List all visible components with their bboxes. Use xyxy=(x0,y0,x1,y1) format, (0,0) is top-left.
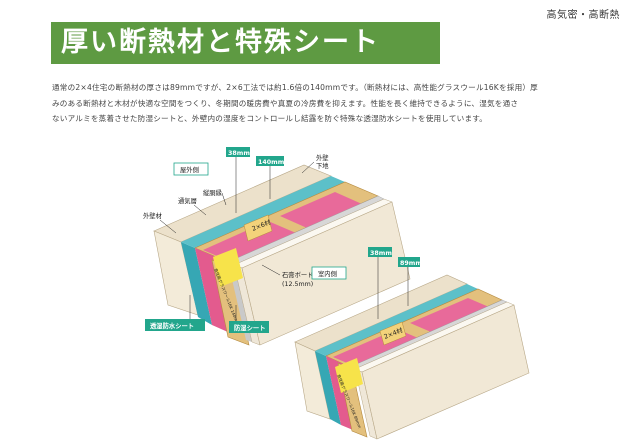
dim-89-badge xyxy=(398,257,420,267)
dim-38-label: 38mm xyxy=(370,250,392,257)
gypsum-board-label: (12.5mm) xyxy=(282,281,313,288)
insulation-top xyxy=(280,192,362,228)
description-line: みのある断熱材と木材が快適な空間をつくり、冬期間の暖房費や真夏の冷房費を抑えます… xyxy=(52,98,519,108)
breathable-sheet-badge xyxy=(145,319,205,331)
outdoor-side-label: 屋外側 xyxy=(180,165,199,174)
dim-140-badge xyxy=(256,156,284,166)
leader-line xyxy=(301,161,315,174)
dim-38-badge xyxy=(368,247,392,257)
category-label: 高気密・高断熱 xyxy=(546,10,620,21)
leader-line xyxy=(159,219,177,234)
stud-label-bg xyxy=(243,214,273,242)
description: 通常の2×4住宅の断熱材の厚さは89mmですが、2×6工法では約1.6倍の140… xyxy=(52,80,582,127)
leader-line xyxy=(193,204,207,216)
indoor-side-badge xyxy=(311,266,347,280)
breathable-sheet-top xyxy=(315,284,478,356)
breathable-sheet-top xyxy=(181,176,345,248)
description-line: ないアルミを蒸着させた防湿シートと、外壁内の湿度をコントロールし結露を防ぐ特殊な… xyxy=(52,114,488,123)
exterior-material-label: 外壁材 xyxy=(143,211,163,220)
insulation-tag xyxy=(335,358,363,393)
leader-line xyxy=(261,264,281,276)
insulation-tag xyxy=(213,248,243,287)
vertical-batten-label: 縦胴縁 xyxy=(203,188,223,197)
wall-2x4-illustration xyxy=(294,274,530,440)
gypsum-board-side xyxy=(361,304,530,440)
dim-38-badge xyxy=(226,147,250,157)
exterior-base-label: 外壁 xyxy=(316,153,329,162)
stud-label-bg xyxy=(379,321,407,346)
breathable-sheet-face xyxy=(181,242,212,325)
wall-section-diagram: 屋外側 38mm 140mm 外壁 下地 縦胴縁 通気層 外壁材 2×6材 高性… xyxy=(143,147,530,440)
dim-89-label: 89mm xyxy=(400,260,422,267)
ventilation-layer-label: 通気層 xyxy=(178,196,197,205)
outdoor-side-badge xyxy=(173,162,209,176)
breathable-sheet-label: 透湿防水シート xyxy=(150,321,194,330)
insulation-top xyxy=(410,298,489,332)
vapor-sheet-badge xyxy=(229,321,269,333)
breathable-sheet-face xyxy=(315,351,341,425)
leader-line xyxy=(221,192,227,206)
insulation-top xyxy=(203,221,296,262)
vapor-sheet-label: 防湿シート xyxy=(234,323,265,332)
page-title: 厚い断熱材と特殊シート xyxy=(51,22,440,64)
exterior-base-label: 下地 xyxy=(316,161,329,170)
gypsum-board-label: 石膏ボード xyxy=(282,270,313,279)
dim-38-label: 38mm xyxy=(228,150,250,157)
description-line: 通常の2×4住宅の断熱材の厚さは89mmですが、2×6工法では約1.6倍の140… xyxy=(52,83,538,92)
indoor-side-label: 室内側 xyxy=(318,269,337,278)
dim-140-label: 140mm xyxy=(258,159,285,166)
